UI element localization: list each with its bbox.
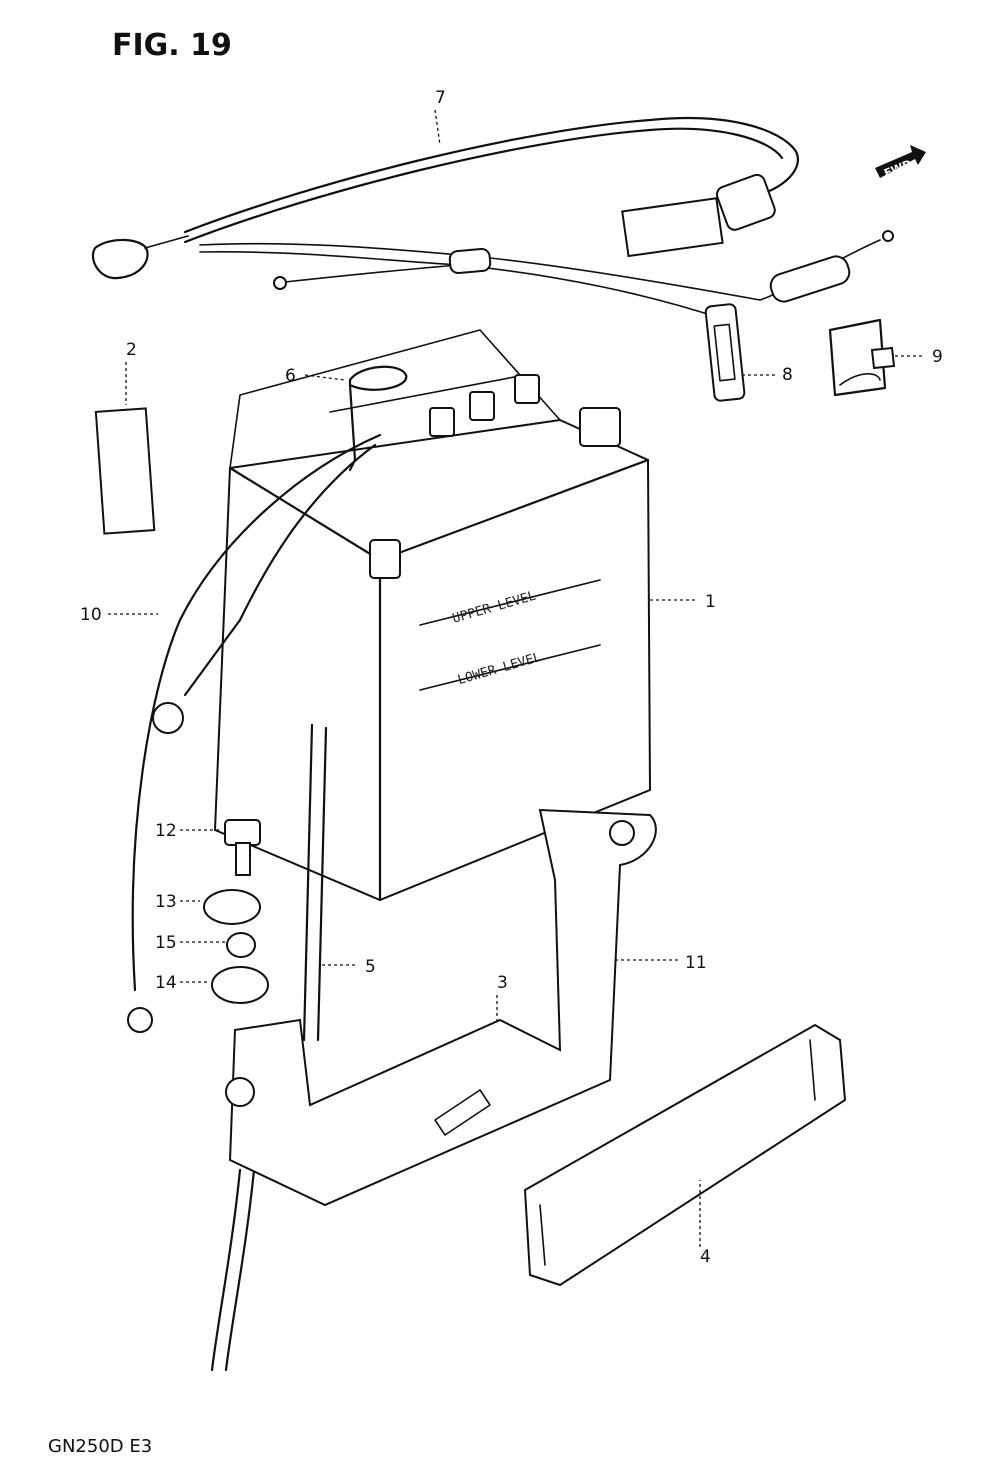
callout-12: 12 xyxy=(155,821,177,841)
battery-cable-negative xyxy=(127,433,382,1033)
callout-3: 3 xyxy=(497,973,508,993)
fwd-label: FWD xyxy=(882,157,914,180)
washer-13 xyxy=(203,889,261,925)
callout-4: 4 xyxy=(700,1247,711,1267)
figure-footer: GN250D E3 xyxy=(48,1436,152,1457)
bolt-12 xyxy=(224,819,261,876)
callout-8: 8 xyxy=(782,365,793,385)
callout-leader-7 xyxy=(434,109,441,146)
callout-10: 10 xyxy=(80,605,102,625)
callout-13: 13 xyxy=(155,892,177,912)
battery-tray xyxy=(225,808,657,1207)
figure-title: FIG. 19 xyxy=(112,28,232,63)
breather-tube xyxy=(210,723,328,1372)
callout-2: 2 xyxy=(126,340,137,360)
callout-7: 7 xyxy=(435,88,446,108)
callout-leader-6 xyxy=(304,374,346,381)
callout-14: 14 xyxy=(155,973,177,993)
callout-11: 11 xyxy=(685,953,707,973)
wiring-harness xyxy=(92,116,894,319)
callout-1: 1 xyxy=(705,592,716,612)
fuse-holder xyxy=(704,303,746,402)
cushion-14 xyxy=(211,966,269,1004)
callout-15: 15 xyxy=(155,933,177,953)
battery-strap xyxy=(523,1023,847,1287)
callout-6: 6 xyxy=(285,366,296,386)
callout-9: 9 xyxy=(932,347,943,367)
callout-5: 5 xyxy=(365,957,376,977)
nut-15 xyxy=(226,932,256,958)
battery-label-sheet xyxy=(94,407,156,535)
fuse-clip xyxy=(828,318,896,397)
fwd-arrow-icon: FWD xyxy=(875,145,926,180)
